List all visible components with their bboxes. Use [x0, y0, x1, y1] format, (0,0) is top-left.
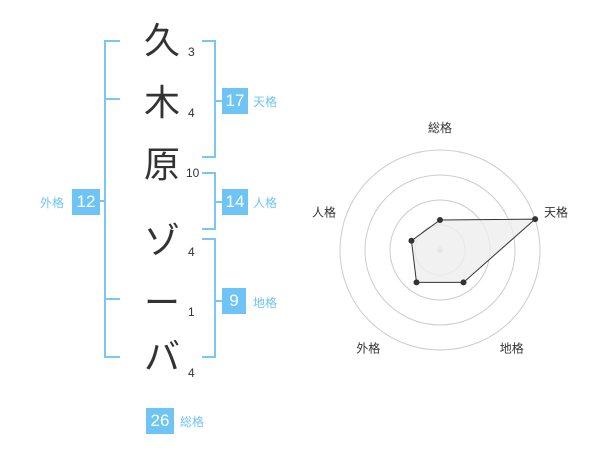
stroke-count-2: 4 [188, 106, 195, 120]
radar-area [410, 218, 537, 283]
radar-point-3 [460, 279, 467, 286]
tenkaku-badge: 17 [222, 88, 248, 114]
name-char-6: バ [143, 337, 180, 378]
jinkaku-badge: 14 [222, 189, 248, 215]
radar-point-4 [413, 279, 420, 286]
radar-point-1 [437, 217, 443, 223]
jinkaku-label: 人格 [253, 196, 278, 210]
radar-point-2 [532, 216, 539, 223]
soukaku-label: 総格 [180, 415, 205, 429]
radar-ring-4 [339, 149, 541, 351]
name-char-3: 原 [143, 145, 180, 186]
gaikaku-badge: 12 [72, 189, 100, 215]
chikaku-badge: 9 [222, 288, 246, 314]
tenkaku-label: 天格 [253, 95, 278, 109]
stroke-count-1: 3 [188, 45, 195, 59]
radar-axis-label-1: 総格 [428, 120, 452, 135]
chikaku-label: 地格 [253, 296, 278, 310]
name-char-5: ー [143, 283, 180, 324]
stroke-count-4: 4 [188, 245, 195, 259]
radar-axis-label-2: 天格 [544, 204, 568, 219]
radar-ring-3 [364, 174, 516, 326]
name-char-4: ゾ [143, 221, 180, 262]
radar-point-5 [408, 237, 415, 244]
radar-axis-label-3: 地格 [500, 341, 524, 356]
soukaku-badge: 26 [146, 408, 174, 434]
gaikaku-label: 外格 [40, 196, 65, 210]
name-char-2: 木 [143, 83, 180, 124]
radar-axis-label-4: 外格 [356, 341, 380, 356]
radar-axis-label-5: 人格 [312, 204, 336, 219]
name-char-1: 久 [143, 21, 180, 62]
stroke-count-5: 1 [188, 305, 195, 319]
stroke-count-6: 4 [188, 366, 195, 380]
stroke-count-3: 10 [186, 166, 200, 180]
